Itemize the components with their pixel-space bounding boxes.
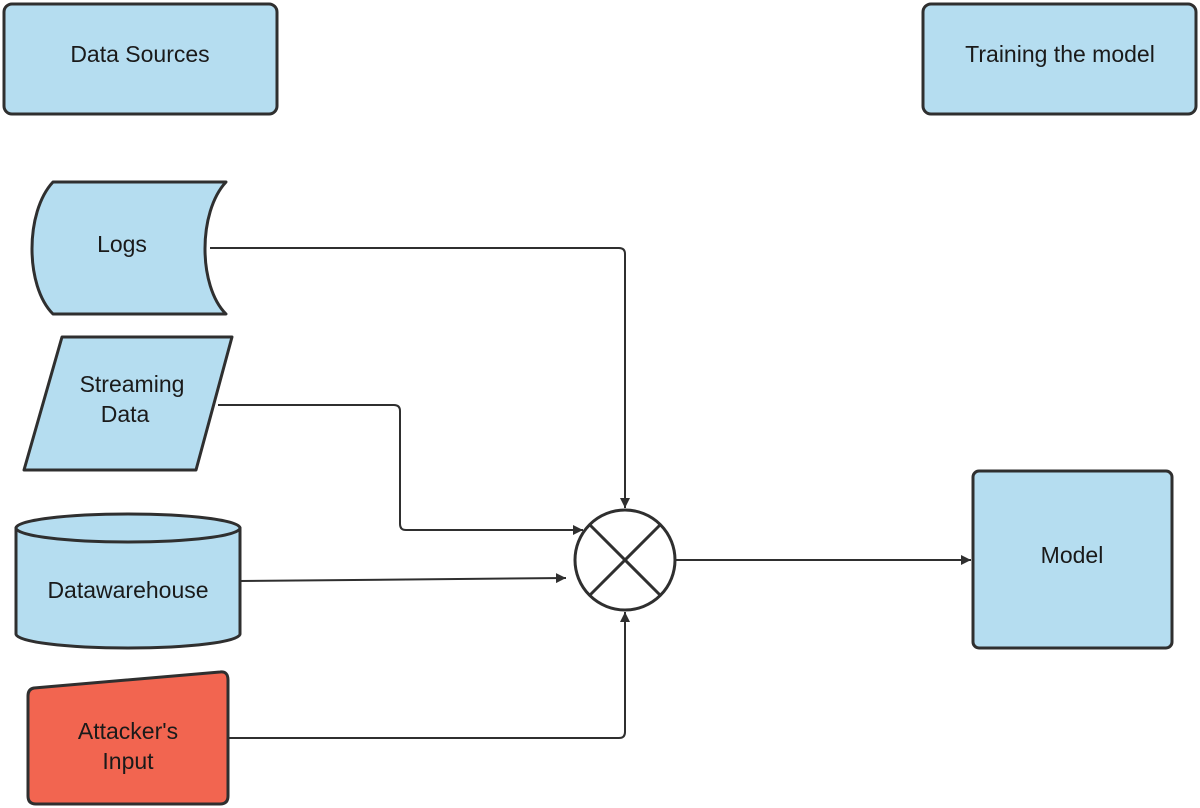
model-box: [971, 469, 1174, 650]
attackers-input-label-line2: Input: [102, 748, 154, 774]
combiner-cross-b: [588, 523, 662, 597]
data-sources-label: Data Sources: [70, 41, 209, 67]
training-header: Training the model: [921, 2, 1198, 116]
circled-x-icon: [573, 508, 677, 612]
attackers-input-shape: [26, 670, 230, 806]
streaming-data-label-line1: Streaming: [80, 371, 185, 397]
datawarehouse-body: [14, 526, 242, 650]
datawarehouse-label: Datawarehouse: [47, 577, 208, 603]
model-node: Model: [971, 469, 1174, 650]
streaming-data-label-line2: Data: [101, 401, 150, 427]
data-sources-header: Data Sources: [2, 2, 279, 116]
logs-shape: [30, 180, 228, 316]
logs-to-combiner-arrow: [210, 247, 630, 508]
datawarehouse-to-combiner-arrow: [239, 573, 567, 584]
model-label: Model: [1041, 542, 1104, 568]
datawarehouse-node: Datawarehouse: [14, 512, 242, 650]
attackers-input-node: Attacker's Input: [26, 670, 230, 806]
attackers-input-label-line1: Attacker's: [78, 718, 178, 744]
data-sources-box: [2, 2, 279, 116]
streaming-to-combiner-arrow: [218, 404, 583, 535]
training-label: Training the model: [965, 41, 1155, 67]
streaming-data-node: Streaming Data: [22, 335, 234, 472]
logs-node: Logs: [30, 180, 228, 316]
attacker-to-combiner-arrow: [228, 612, 630, 739]
training-box: [921, 2, 1198, 116]
streaming-data-shape: [22, 335, 234, 472]
logs-label: Logs: [97, 231, 147, 257]
datawarehouse-top: [14, 512, 242, 544]
